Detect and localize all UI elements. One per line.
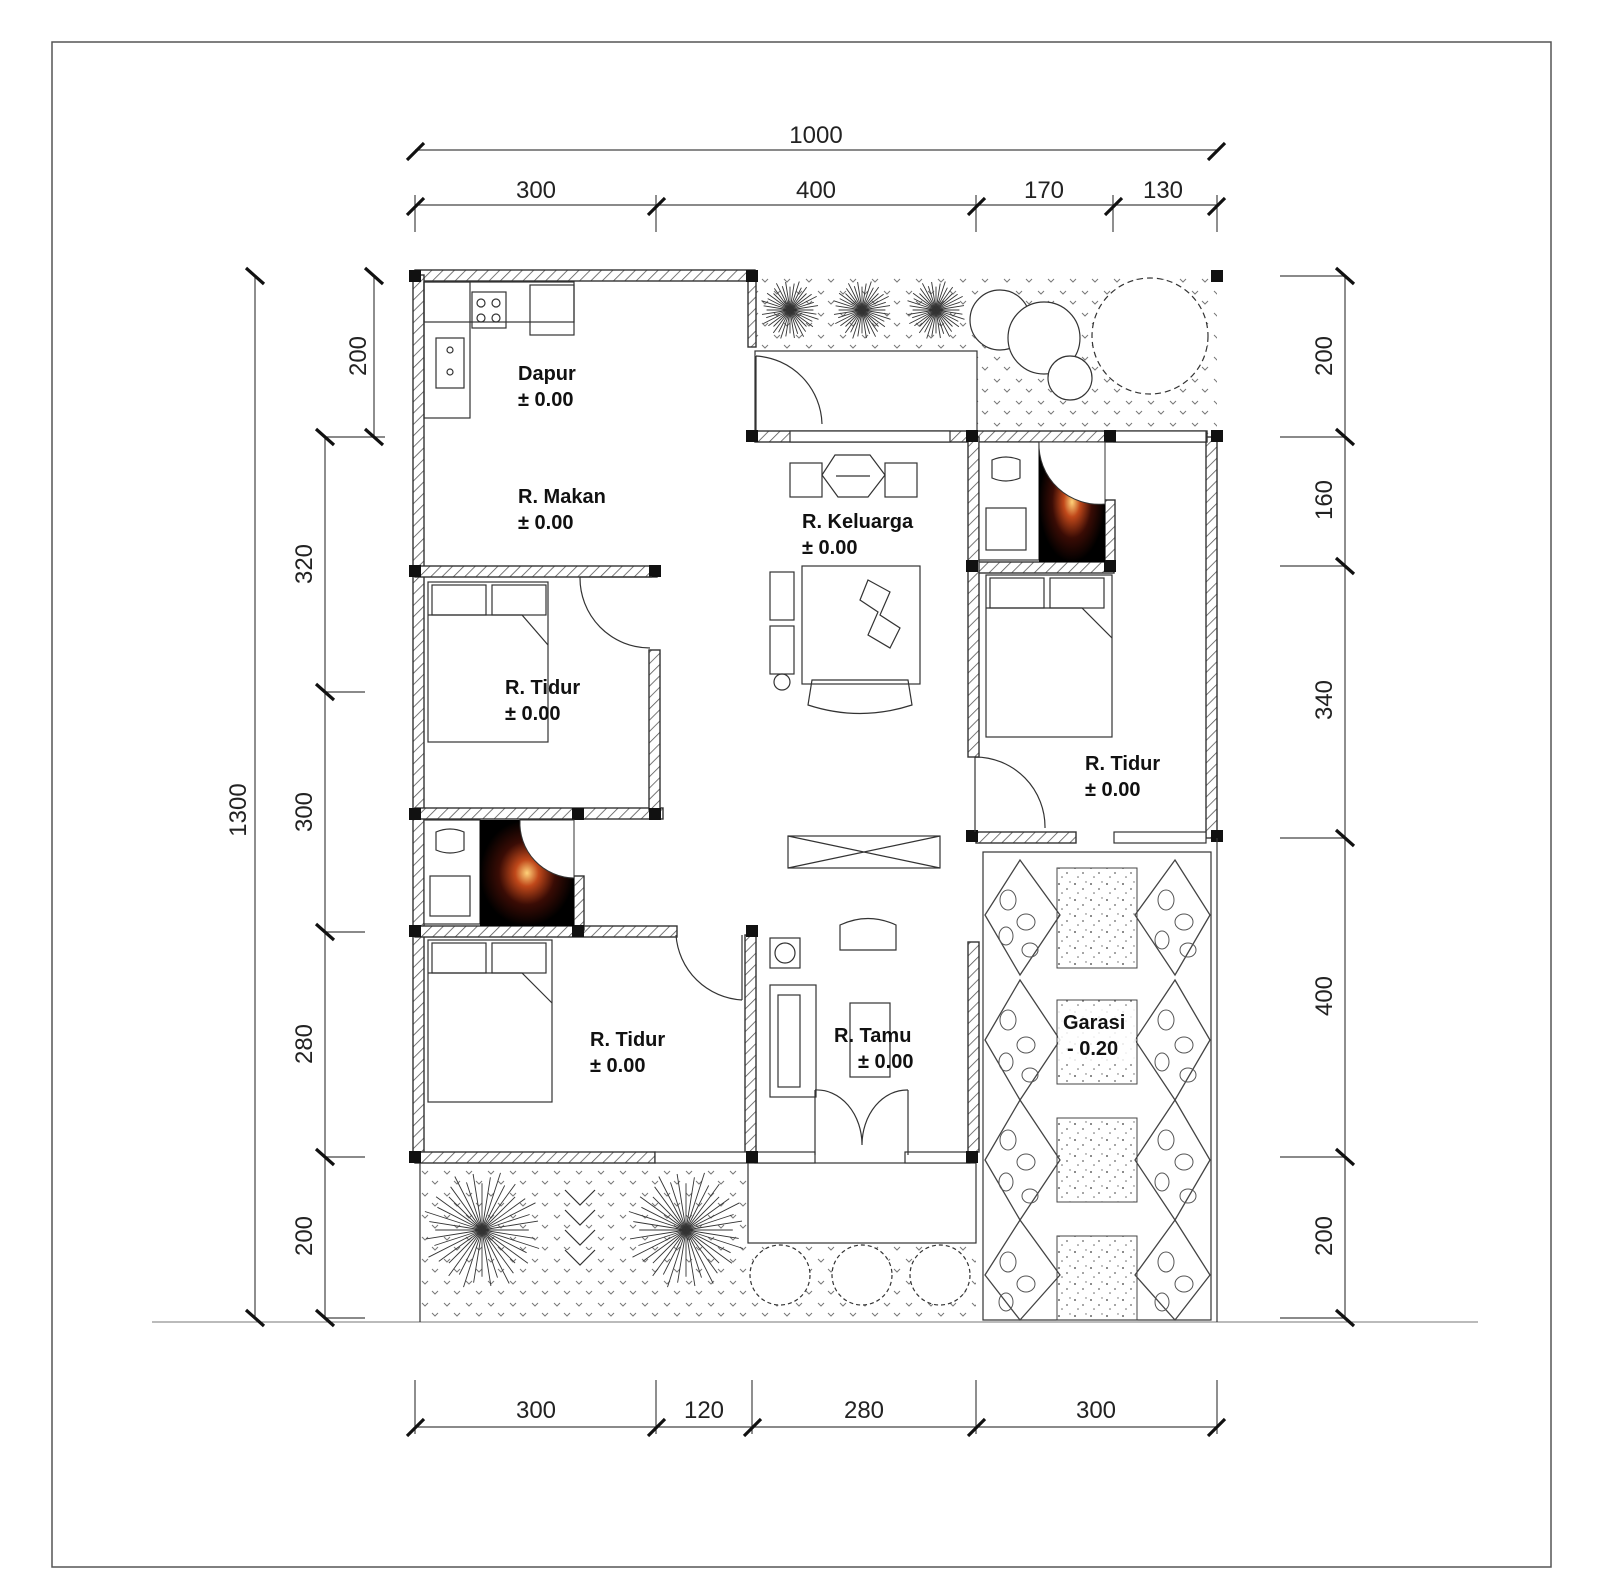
dim-top-4: 130 (1143, 177, 1183, 204)
dimension-top-segments (405, 195, 1227, 232)
room-dapur-name: Dapur (518, 363, 576, 385)
room-garasi-level: - 0.20 (1067, 1038, 1118, 1060)
dim-right-4: 400 (1311, 976, 1338, 1016)
room-tidur-2-name: R. Tidur (1085, 753, 1160, 775)
bed-2 (427, 939, 553, 1103)
room-dapur-level: ± 0.00 (518, 389, 573, 411)
kitchen-counter (423, 281, 575, 419)
room-tamu-name: R. Tamu (834, 1025, 911, 1047)
dim-top-3: 170 (1024, 177, 1064, 204)
living-furniture (769, 917, 897, 1098)
dim-left-1: 200 (345, 336, 372, 376)
doors (579, 355, 1046, 1155)
dim-left-3: 300 (291, 792, 318, 832)
dim-top-1: 300 (516, 177, 556, 204)
room-keluarga-name: R. Keluarga (802, 511, 914, 533)
porch (747, 1162, 977, 1244)
dim-bottom-1: 300 (516, 1397, 556, 1424)
dim-left-total: 1300 (225, 783, 252, 836)
room-tidur-1-level: ± 0.00 (505, 703, 560, 725)
windows (654, 430, 1207, 1164)
garasi-label-bg (1058, 1008, 1136, 1064)
dim-right-2: 160 (1311, 480, 1338, 520)
dim-left-5: 200 (291, 1216, 318, 1256)
room-tamu-level: ± 0.00 (858, 1051, 913, 1073)
palm-plant-2 (833, 281, 891, 339)
drawing-frame (51, 41, 1552, 1568)
bathroom-left (423, 819, 575, 926)
room-tidur-3-level: ± 0.00 (590, 1055, 645, 1077)
room-tidur-2-level: ± 0.00 (1085, 779, 1140, 801)
columns (409, 270, 1223, 1163)
room-keluarga-level: ± 0.00 (802, 537, 857, 559)
palm-plant-1 (761, 281, 819, 339)
dim-bottom-3: 280 (844, 1397, 884, 1424)
dim-right-1: 200 (1311, 336, 1338, 376)
family-furniture (769, 454, 941, 869)
palm-plant-3 (907, 281, 965, 339)
room-makan-level: ± 0.00 (518, 512, 573, 534)
room-garasi-name: Garasi (1063, 1012, 1125, 1034)
dimension-left-total (244, 266, 266, 1328)
dim-bottom-2: 120 (684, 1397, 724, 1424)
dim-left-4: 280 (291, 1024, 318, 1064)
dim-top-total: 1000 (789, 122, 842, 149)
bathroom-right (978, 441, 1106, 562)
room-tidur-3-name: R. Tidur (590, 1029, 665, 1051)
palm-plant-4 (424, 1172, 540, 1288)
dim-bottom-4: 300 (1076, 1397, 1116, 1424)
dimension-left-segments (314, 266, 385, 1328)
bed-3 (985, 574, 1113, 738)
bed-1 (427, 581, 549, 743)
dim-right-5: 200 (1311, 1216, 1338, 1256)
garage-paving (982, 851, 1212, 1322)
plants-front-shrubs (564, 1189, 971, 1306)
dim-top-2: 400 (796, 177, 836, 204)
dimension-right-segments (1280, 266, 1356, 1328)
dim-right-3: 340 (1311, 680, 1338, 720)
dimension-bottom-segments (405, 1380, 1227, 1438)
room-makan-name: R. Makan (518, 486, 606, 508)
dim-left-2: 320 (291, 544, 318, 584)
plants-top-trees (969, 277, 1209, 401)
room-tidur-1-name: R. Tidur (505, 677, 580, 699)
palm-plant-5 (628, 1172, 744, 1288)
terrace-top (754, 350, 978, 438)
dimension-top-total (405, 141, 1227, 162)
